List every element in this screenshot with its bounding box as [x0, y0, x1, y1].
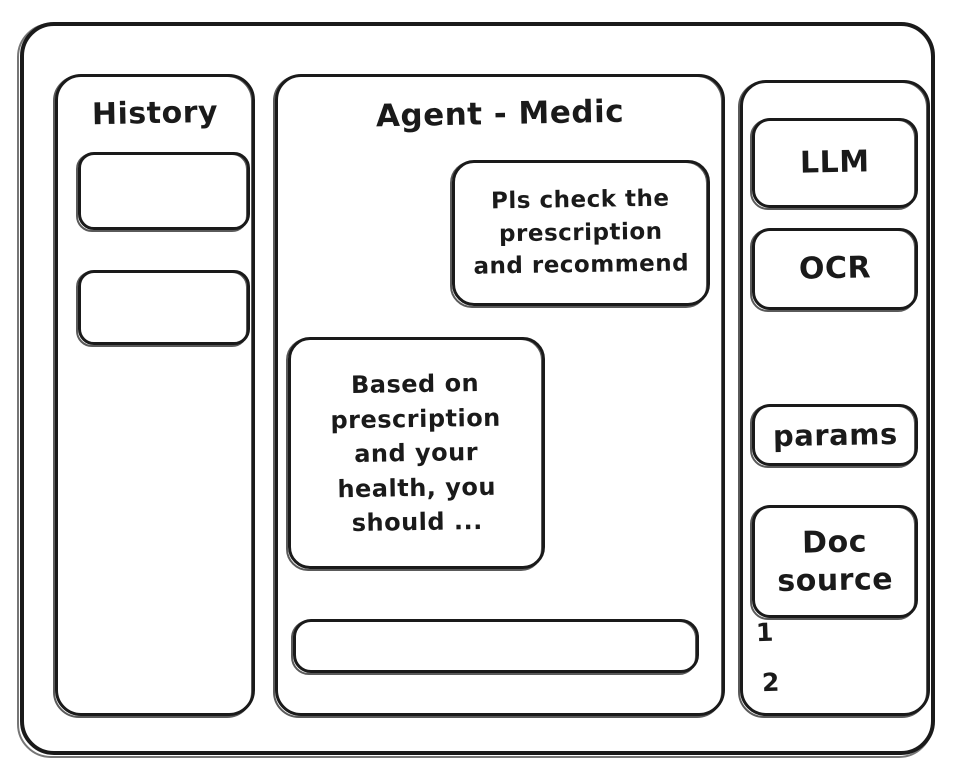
tool-card-ocr-label: OCR: [798, 250, 872, 287]
history-item[interactable]: [76, 270, 250, 347]
message-input[interactable]: [291, 619, 699, 675]
agent-message-bubble: Based on prescription and your health, y…: [286, 337, 545, 571]
history-panel-title: History: [91, 94, 219, 133]
agent-message-text: Based on prescription and your health, y…: [330, 368, 502, 537]
tool-card-doc-source-label: Doc source: [777, 524, 894, 599]
doc-source-item[interactable]: 2: [761, 667, 781, 698]
history-item[interactable]: [76, 152, 250, 232]
tool-card-params-label: params: [772, 416, 898, 453]
user-message-text: Pls check the prescription and recommend: [473, 185, 690, 281]
tool-card-llm[interactable]: LLM: [750, 118, 918, 210]
tool-card-llm-label: LLM: [799, 144, 871, 181]
user-message-bubble: Pls check the prescription and recommend: [450, 160, 710, 308]
tool-card-params[interactable]: params: [750, 404, 918, 468]
tool-card-doc-source[interactable]: Doc source: [750, 505, 918, 620]
tool-card-ocr[interactable]: OCR: [750, 228, 918, 312]
doc-source-item[interactable]: 1: [755, 617, 775, 648]
